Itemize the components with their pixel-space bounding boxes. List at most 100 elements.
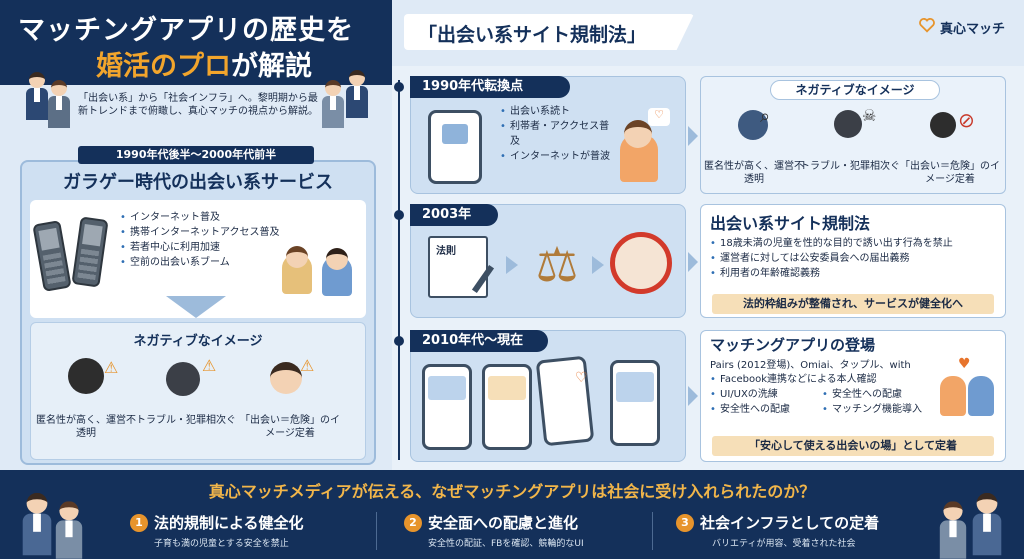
- title-accent: 婚活のプロ: [96, 51, 231, 82]
- no-minors-prohibited-icon: [610, 232, 672, 294]
- point-subtitle: 安全性の配証、FBを確認、競輪的なUI: [428, 539, 584, 549]
- scales-of-justice-icon: ⚖: [535, 237, 579, 293]
- negative-caption: 匿名性が高く、運営不透明: [704, 161, 804, 185]
- negative-caption: トラブル・犯罪相次ぐ: [136, 415, 236, 426]
- divider: [652, 512, 653, 550]
- negative-caption: 「出会い＝危険」のイメージ定着: [900, 161, 1000, 185]
- phone-user-icon: [930, 112, 956, 138]
- list-item: 空前の出会い系ブーム: [120, 255, 320, 270]
- heart-logo-icon: [919, 18, 935, 33]
- app-profile-icon-2: [488, 376, 526, 400]
- businessman-illustration: [26, 72, 48, 120]
- list-item: Facebook連携などによる本人確認: [710, 372, 940, 387]
- couple-illustration: [940, 376, 966, 416]
- businessman-illustration-bottom: [22, 492, 52, 556]
- point-title: 法的規制による健全化: [154, 514, 304, 532]
- warning-icon-2: ⚠: [202, 356, 217, 375]
- businessman-illustration-bottom-right: [972, 492, 1002, 556]
- couple-illustration-2: [968, 376, 994, 416]
- list-item: 利帯者・アククセス普及: [500, 119, 610, 149]
- hooded-figure-icon: [68, 358, 104, 394]
- arrow-right-icon-2: [592, 256, 604, 274]
- title-box: [0, 0, 392, 85]
- businesswoman-illustration-bottom: [55, 501, 83, 559]
- young-person-head: [286, 246, 308, 268]
- list-item: マッチング機能導入: [822, 402, 942, 417]
- matching-app-list-left: UI/UXの洗練 安全性への配慮: [710, 387, 820, 417]
- app-profile-icon-4: [616, 372, 654, 402]
- regulation-list: 18歳未満の児童を性的な目的で誘い出す行為を禁止 運営者に対しては公安委員会への…: [710, 236, 1004, 281]
- list-item: 利用者の年齢確認義務: [710, 266, 1004, 281]
- warning-icon: ⚠: [104, 358, 119, 377]
- arrow-right-icon: [506, 256, 518, 274]
- smartphone-icon: [428, 110, 482, 184]
- app-profile-icon: [428, 376, 466, 400]
- list-item: インターネット普及: [120, 210, 320, 225]
- intro-text: 「出会い系」から「社会インフラ」へ。黎明期から最新トレンドまで俯瞰し、真心マッチ…: [78, 93, 318, 117]
- era1-title: ガラゲー時代の出会い系サービス: [63, 172, 333, 193]
- list-item: 安全性への配慮: [822, 387, 942, 402]
- brand-name: 真心マッチ: [940, 22, 1006, 37]
- heart-bubble-icon: ♡: [648, 108, 670, 126]
- warning-icon-3: ⚠: [300, 356, 315, 375]
- businesswoman-illustration: [48, 80, 70, 128]
- banner-title: 「出会い系サイト規制法」: [418, 24, 647, 46]
- bottom-banner: [0, 470, 1024, 559]
- timeline-dot: [394, 336, 404, 346]
- list-item: 安全性への配慮: [710, 402, 820, 417]
- businesswoman-illustration-right: [322, 80, 344, 128]
- list-item: 18歳未満の児童を性的な目的で誘い出す行為を禁止: [710, 236, 1004, 251]
- title-rest: が解説: [231, 51, 312, 82]
- profile-card-icon: [442, 124, 468, 144]
- matching-app-summary: 「安心して使える出会いの場」として定着: [712, 436, 994, 456]
- anonymous-user-icon: [738, 110, 768, 140]
- chevron-right-icon: [688, 386, 698, 406]
- banner: [404, 14, 694, 50]
- list-item: 出会い系読ト: [500, 104, 610, 119]
- thief-icon-2: [834, 110, 862, 138]
- point-subtitle: 子育も満の児童とする安全を禁止: [154, 539, 289, 549]
- timeline-dot: [394, 210, 404, 220]
- worried-person-icon: [270, 362, 302, 394]
- document-label: 法則: [436, 246, 456, 257]
- negative-card-title: ネガティブなイメージ: [770, 80, 940, 100]
- negative-caption: 匿名性が高く、運営不透明: [36, 415, 136, 439]
- regulation-summary: 法的枠組みが整備され、サービスが健全化へ: [712, 294, 994, 314]
- thief-icon: [166, 362, 200, 396]
- list-item: 運営者に対しては公安委員会への届出義務: [710, 251, 1004, 266]
- era1-label: 1990年代後半〜2000年代前半: [78, 146, 314, 164]
- young-person-head-2: [326, 248, 348, 270]
- negative-caption: トラブル・犯罪相次ぐ: [800, 161, 900, 172]
- page-title-line2: 婚活のプロが解説: [96, 44, 312, 83]
- arrow-down-icon: [166, 296, 226, 318]
- heart-icon: ♡: [575, 370, 588, 386]
- point-title: 社会インフラとしての定着: [700, 514, 880, 532]
- regulation-law-title: 出会い系サイト規制法: [710, 214, 871, 233]
- era1-list: インターネット普及 携帯インターネットアクセス普及 若者中心に利用加速 空前の出…: [120, 210, 320, 270]
- list-item: インターネットが普波: [500, 149, 610, 164]
- prohibited-icon: ⊘: [958, 108, 975, 132]
- point-subtitle: バリエティが用容、受着された社会: [712, 539, 856, 549]
- era-tag-2003: 2003年: [410, 204, 498, 226]
- timeline-line: [398, 80, 400, 460]
- era-tag-1990s: 1990年代転換点: [410, 76, 570, 98]
- list-item: UI/UXの洗練: [710, 387, 820, 402]
- point-number-badge: 1: [130, 514, 148, 532]
- chevron-right-icon: [688, 126, 698, 146]
- heart-icon-2: ♥: [958, 356, 971, 372]
- list-item: 若者中心に利用加速: [120, 240, 320, 255]
- era-tag-2010s: 2010年代〜現在: [410, 330, 548, 352]
- point-number-badge: 2: [404, 514, 422, 532]
- skull-icon: ☠: [862, 106, 877, 125]
- matching-app-list: Facebook連携などによる本人確認: [710, 372, 940, 387]
- era1-negative-title: ネガティブなイメージ: [133, 334, 263, 349]
- point-number-badge: 3: [676, 514, 694, 532]
- negative-caption: 「出会い＝危険」のイメージ定着: [240, 415, 340, 439]
- magnifier-icon: ⌕: [760, 106, 771, 127]
- matching-app-list-right: 安全性への配慮 マッチング機能導入: [822, 387, 942, 417]
- woman-head: [624, 120, 652, 148]
- bottom-question: 真心マッチメディアが伝える、なぜマッチングアプリは社会に受け入れられたのか？: [208, 482, 816, 501]
- divider: [376, 512, 377, 550]
- businessman-illustration-right: [346, 70, 368, 118]
- matching-app-title: マッチングアプリの登場: [710, 336, 876, 354]
